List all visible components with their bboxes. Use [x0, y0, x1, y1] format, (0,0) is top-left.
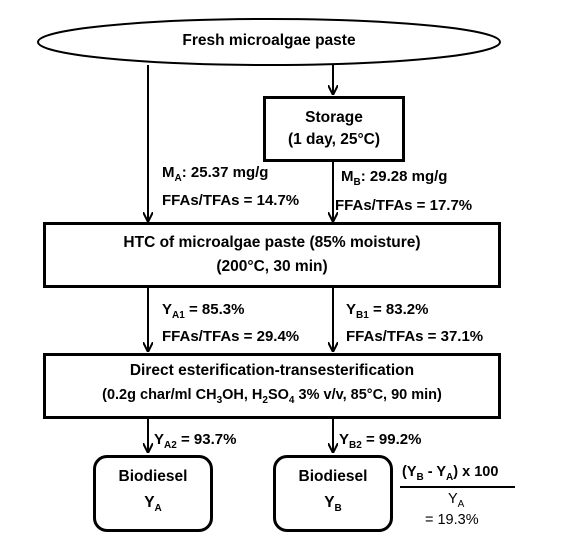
biodiesel-a-box: Biodiesel YA — [93, 455, 213, 532]
biodiesel-b-yield: YB — [324, 494, 342, 515]
label-yb1: YB1 = 83.2% — [346, 301, 429, 321]
formula-denominator: YA — [448, 491, 465, 510]
htc-title: HTC of microalgae paste (85% moisture) — [123, 234, 421, 251]
label-mb: MB: 29.28 mg/g — [341, 168, 448, 188]
htc-conditions: (200°C, 30 min) — [216, 258, 328, 275]
esterification-box: Direct esterification-transesterificatio… — [43, 353, 501, 419]
htc-box: HTC of microalgae paste (85% moisture) (… — [43, 222, 501, 288]
biodiesel-a-yield: YA — [144, 494, 162, 515]
label-ya1: YA1 = 85.3% — [162, 301, 245, 321]
label-ffa-a0: FFAs/TFAs = 14.7% — [162, 192, 300, 209]
label-ffa-a1: FFAs/TFAs = 29.4% — [162, 328, 300, 345]
storage-title: Storage — [305, 109, 363, 126]
biodiesel-b-title: Biodiesel — [298, 468, 368, 486]
biodiesel-b-box: Biodiesel YB — [273, 455, 393, 532]
formula-result: = 19.3% — [425, 512, 479, 528]
biodiesel-a-title: Biodiesel — [118, 468, 188, 486]
storage-conditions: (1 day, 25°C) — [287, 131, 381, 148]
label-ffa-b0: FFAs/TFAs = 17.7% — [335, 197, 473, 214]
label-yb2: YB2 = 99.2% — [339, 431, 422, 451]
esterification-conditions: (0.2g char/ml CH3OH, H2SO4 3% v/v, 85°C,… — [102, 387, 442, 406]
esterification-title: Direct esterification-transesterificatio… — [129, 362, 415, 380]
label-ma: MA: 25.37 mg/g — [162, 164, 269, 184]
label-ffa-b1: FFAs/TFAs = 37.1% — [346, 328, 484, 345]
fresh-ellipse — [37, 18, 501, 66]
formula-numerator: (YB - YA) x 100 — [402, 464, 499, 483]
fresh-paste-label: Fresh microalgae paste — [182, 32, 356, 49]
storage-box: Storage (1 day, 25°C) — [263, 96, 405, 162]
label-ya2: YA2 = 93.7% — [154, 431, 237, 451]
